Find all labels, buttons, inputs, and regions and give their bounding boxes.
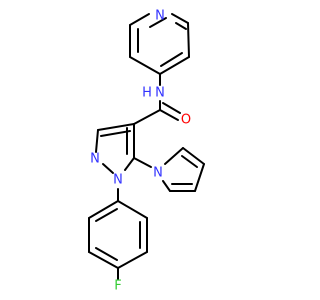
atom-labels: N N H O N N N F xyxy=(90,9,191,294)
bond xyxy=(124,157,135,171)
bond xyxy=(95,129,99,153)
amide-nitrogen-label: N xyxy=(155,86,165,101)
pyrazole-n2-label: N xyxy=(90,152,100,167)
bond xyxy=(164,147,184,165)
structure-canvas: N N H O N N N F xyxy=(88,9,205,294)
bond xyxy=(149,17,167,28)
bond xyxy=(129,13,150,26)
molecule-drawing: N N H O N N N F xyxy=(88,9,205,294)
bond xyxy=(100,130,131,137)
bond xyxy=(117,251,148,269)
bond xyxy=(102,163,114,174)
pyrazole-n1-label: N xyxy=(113,173,123,188)
bond xyxy=(187,22,190,58)
bond xyxy=(129,56,161,75)
bond xyxy=(133,157,152,168)
bond xyxy=(133,109,161,125)
bond xyxy=(97,123,135,131)
bond xyxy=(95,247,118,261)
bond xyxy=(159,56,190,75)
bond xyxy=(88,200,119,219)
bond xyxy=(159,109,179,121)
bond xyxy=(162,102,181,114)
fluorine-label: F xyxy=(114,279,121,294)
bond xyxy=(160,52,183,67)
bond xyxy=(162,180,171,192)
bond xyxy=(175,22,187,30)
carbonyl-oxygen-label: O xyxy=(181,113,191,128)
bond xyxy=(88,251,119,269)
pyridine-nitrogen-label: N xyxy=(155,9,165,24)
pyrrole-nitrogen-label: N xyxy=(153,166,163,181)
bond xyxy=(95,208,118,222)
bond xyxy=(194,163,205,192)
bond xyxy=(171,13,189,24)
bond xyxy=(182,147,205,165)
bond xyxy=(181,155,198,168)
bonds xyxy=(88,13,205,280)
amide-hydrogen-label: H xyxy=(142,86,152,101)
bond xyxy=(117,200,148,219)
